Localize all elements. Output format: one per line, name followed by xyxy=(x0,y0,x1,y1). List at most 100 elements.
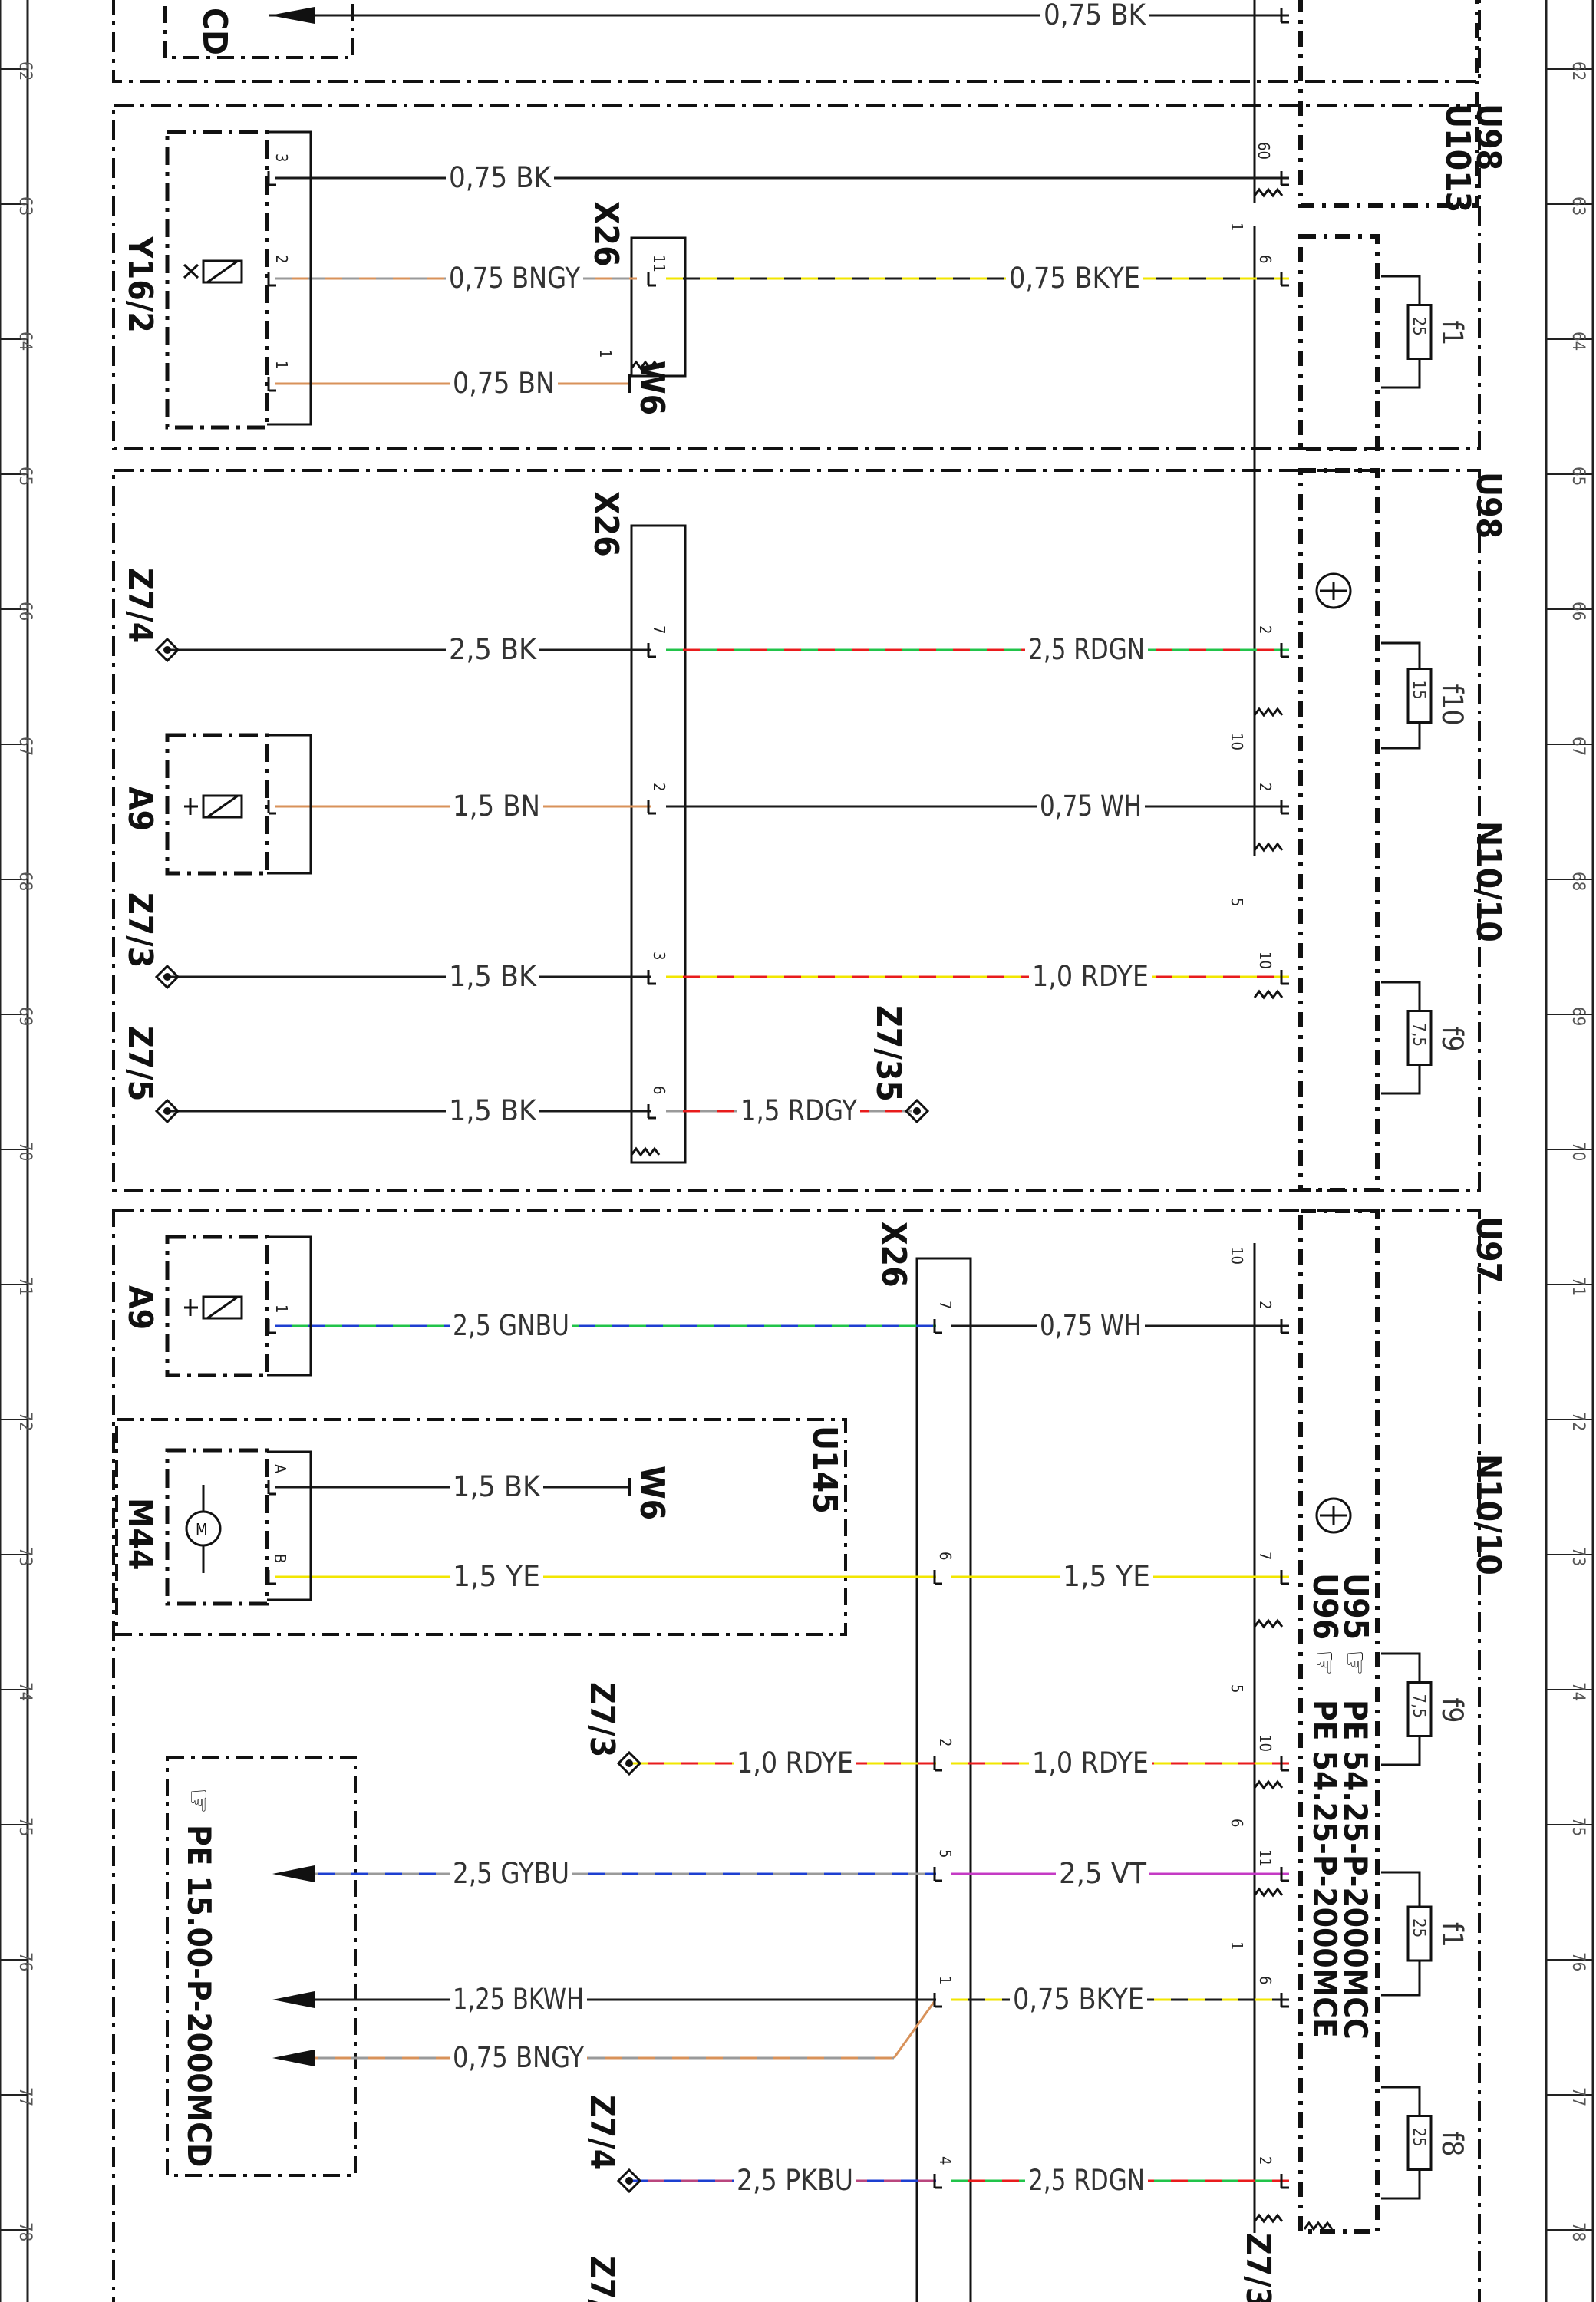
wave-mark xyxy=(1253,2213,1284,2224)
pin-number: 2 xyxy=(936,1738,955,1746)
pin-number: 5 xyxy=(936,1849,955,1858)
pin-number: 10 xyxy=(1228,733,1246,750)
solenoid-icon xyxy=(183,259,243,284)
pin-number: 1 xyxy=(272,1304,291,1313)
pin-number: 3 xyxy=(650,951,668,960)
pin-contact xyxy=(1280,643,1289,658)
fuse-name: f1 xyxy=(1436,321,1469,346)
wave-mark xyxy=(1253,187,1284,198)
sheet-number-right: 78 xyxy=(1568,2222,1588,2241)
component-z7-35: Z7/35 xyxy=(869,1005,908,1102)
pin-number: 2 xyxy=(1256,2156,1274,2165)
sheet-number-right: 75 xyxy=(1568,1817,1588,1836)
wire-label: 1,5 BK xyxy=(453,1470,541,1503)
fuse-name: f9 xyxy=(1436,1698,1469,1723)
pin-contact xyxy=(647,800,656,815)
wire-label: 0,75 WH xyxy=(1040,1309,1142,1342)
pin-contact xyxy=(647,1104,656,1120)
component-m44: M44 xyxy=(120,1498,160,1571)
pin-number: 7 xyxy=(936,1301,955,1309)
fuse-name: f9 xyxy=(1436,1027,1469,1052)
wire-label: 1,5 BK xyxy=(449,960,537,993)
pin-number: 6 xyxy=(936,1552,955,1560)
wire-label: 2,5 GYBU xyxy=(453,1857,569,1890)
pin-number: 10 xyxy=(1256,1734,1274,1752)
connector-x26-c xyxy=(915,1257,972,2302)
module-label-n10-10: N10/10 xyxy=(1469,1454,1508,1575)
sheet-number-left: 73 xyxy=(15,1547,35,1566)
ref-label-main: PE 15.00-P-2000MCD xyxy=(180,1825,218,2167)
sheet-number-right: 70 xyxy=(1568,1142,1588,1161)
wave-mark xyxy=(1253,707,1284,717)
ground-icon xyxy=(154,964,180,990)
connector-x26-b xyxy=(630,524,687,1164)
wire-label: 2,5 RDGN xyxy=(1028,633,1145,666)
wire-label: 1,0 RDYE xyxy=(1032,960,1149,993)
module-u98-u1013 xyxy=(1298,0,1479,208)
module-label-u97: U97 xyxy=(1469,1216,1508,1283)
ground-icon xyxy=(616,1750,642,1776)
sheet-number-left: 72 xyxy=(15,1412,35,1431)
solenoid-icon xyxy=(184,1295,243,1320)
component-w6: W6 xyxy=(632,1466,671,1520)
m44-box xyxy=(165,1448,269,1606)
arrow-icon xyxy=(272,1865,315,1882)
left-ruler xyxy=(0,0,29,2302)
wire-label: 0,75 BNGY xyxy=(449,262,581,295)
a9-box-b xyxy=(165,1235,269,1377)
pin-number: 6 xyxy=(1256,1976,1274,1984)
module-label-u98: U98 xyxy=(1469,472,1508,539)
frame-section-2 xyxy=(112,469,1481,1192)
wire-label: 1,5 RDGY xyxy=(740,1094,858,1127)
module-label-n10-10: N10/10 xyxy=(1469,821,1508,942)
pin-contact xyxy=(933,1319,942,1334)
ground-icon xyxy=(616,2168,642,2194)
ground-icon xyxy=(904,1098,930,1124)
wire-label: 0,75 BKYE xyxy=(1009,262,1140,295)
frame-top xyxy=(112,0,1481,83)
pin-contact xyxy=(1280,2174,1289,2189)
fuse-value: 25 xyxy=(1409,317,1428,336)
wire-label: 0,75 BK xyxy=(449,161,552,194)
sheet-number-left: 63 xyxy=(15,196,35,216)
sheet-number-left: 62 xyxy=(15,61,35,81)
sheet-number-left: 77 xyxy=(15,2087,35,2106)
wave-mark xyxy=(630,1146,661,1157)
wire-label: 1,0 RDYE xyxy=(737,1746,853,1779)
pin-contact xyxy=(933,1867,942,1882)
component-y16-2: Y16/2 xyxy=(120,236,160,333)
pin-contact xyxy=(1280,272,1289,287)
ref-icon: ☞ xyxy=(1306,1650,1344,1676)
sheet-number-left: 74 xyxy=(15,1682,35,1701)
component-z7-5: Z7/5 xyxy=(120,1026,160,1101)
component-x26: X26 xyxy=(874,1222,913,1288)
wire-label: 2,5 GNBU xyxy=(453,1309,569,1342)
wire-label: 2,5 RDGN xyxy=(1028,2164,1145,2197)
pin-contact xyxy=(1280,800,1289,815)
cd-label: CD xyxy=(195,8,234,55)
ground-icon xyxy=(154,1098,180,1124)
pin-contact xyxy=(1280,1570,1289,1585)
frame-section-1 xyxy=(112,104,1481,450)
arrow-icon xyxy=(272,1991,315,2008)
pin-number: 1 xyxy=(596,349,615,358)
sheet-number-left: 70 xyxy=(15,1142,35,1161)
module-right-2 xyxy=(1298,468,1380,1192)
fuse-name: f10 xyxy=(1436,684,1469,726)
pin-contact xyxy=(647,272,656,287)
ref-icon: ☞ xyxy=(1337,1650,1374,1676)
pin-number: 1 xyxy=(936,1976,955,1984)
component-x26: X26 xyxy=(586,491,625,557)
pin-contact xyxy=(933,2174,942,2189)
ref-label-u95: PE 54.25-P-2000MCC xyxy=(1337,1700,1374,2040)
module-label-u98: U98 xyxy=(1469,104,1508,170)
pin-number: 5 xyxy=(1228,1684,1246,1693)
component-w6: W6 xyxy=(632,361,671,415)
wire-label: 1,25 BKWH xyxy=(453,1983,584,2016)
ref-icon: ☞ xyxy=(180,1788,218,1814)
